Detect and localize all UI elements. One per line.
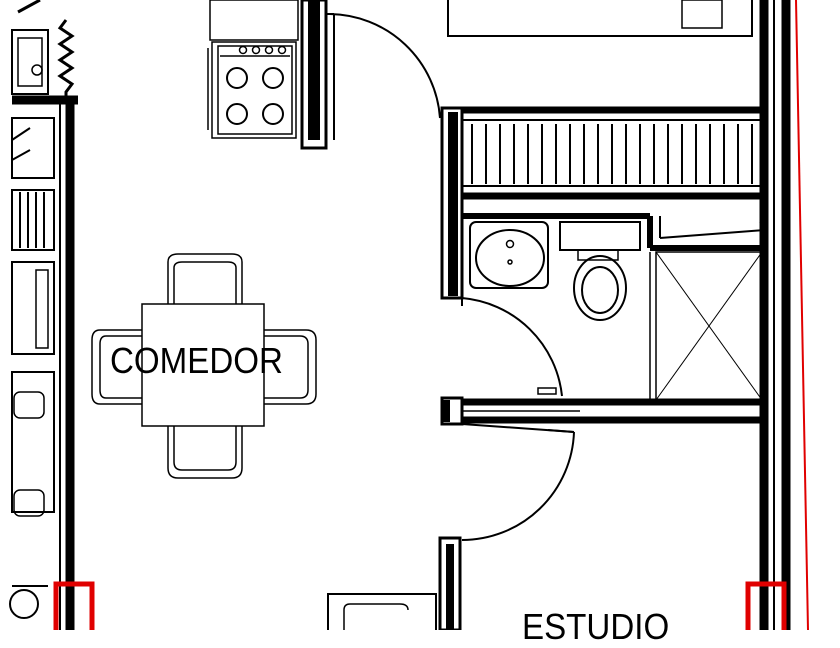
dining-set [91, 253, 317, 479]
red-marker-left [53, 581, 95, 630]
closet [440, 106, 762, 300]
room-label-comedor: COMEDOR [110, 340, 283, 381]
bath-studio-wall [440, 396, 764, 426]
bathroom [462, 213, 765, 401]
top-right-area [447, 0, 809, 630]
kitchen-partition [300, 0, 441, 150]
left-utility-strip [9, 0, 78, 630]
dining-table [141, 303, 265, 427]
room-label-estudio: ESTUDIO [522, 606, 670, 647]
studio-chair [327, 593, 437, 630]
floor-plan [9, 0, 809, 630]
stove [207, 0, 299, 139]
red-marker-right [745, 581, 787, 630]
studio-partition [438, 536, 462, 630]
studio-door [461, 423, 575, 541]
bathroom-door [461, 297, 563, 397]
